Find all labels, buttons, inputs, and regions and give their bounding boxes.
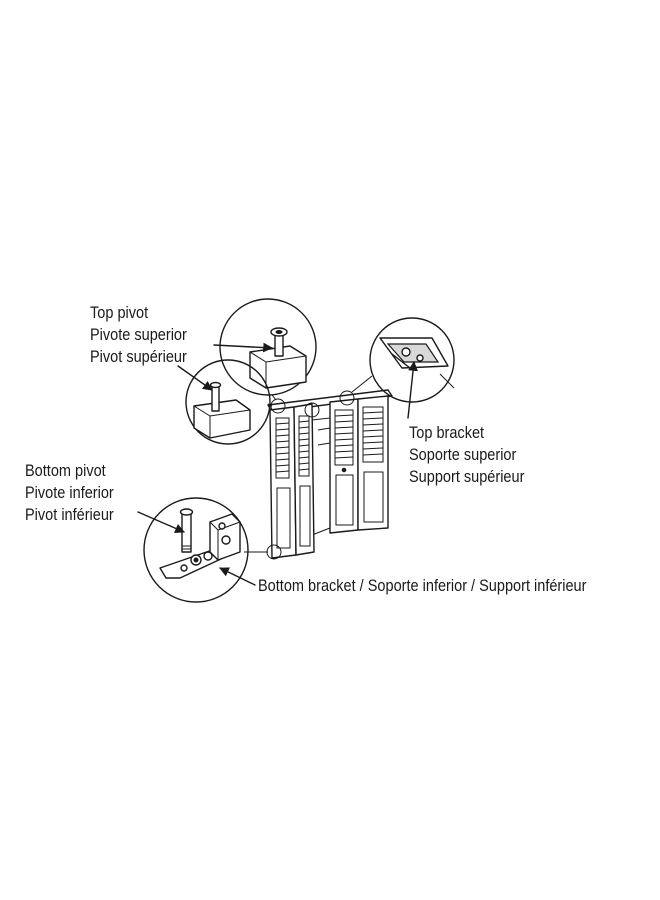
right-bifold-door [329,395,389,534]
top-bracket-label-es: Soporte superior [409,446,517,464]
top-pivot-label-en: Top pivot [90,304,149,322]
top-bracket-label-en: Top bracket [409,424,485,442]
bottom-pivot-label-es: Pivote inferior [25,484,114,502]
bottom-bracket-detail [143,497,268,603]
top-pivot-side-detail [185,359,273,445]
top-bracket-label: Top bracket Soporte superior Support sup… [409,422,524,488]
bottom-pivot-label-fr: Pivot inférieur [25,506,114,524]
left-bifold-door [269,403,315,559]
bottom-bracket-label-text: Bottom bracket / Soporte inferior / Supp… [258,577,587,595]
leader-lines [137,342,418,586]
bottom-pivot-label: Bottom pivot Pivote inferior Pivot infér… [25,460,114,526]
bottom-bracket-label: Bottom bracket / Soporte inferior / Supp… [258,575,586,597]
top-pivot-label-fr: Pivot supérieur [90,348,187,366]
top-pivot-label-es: Pivote superior [90,326,187,344]
top-bracket-detail [351,317,455,403]
top-pivot-detail [219,298,317,401]
top-pivot-label: Top pivot Pivote superior Pivot supérieu… [90,302,187,368]
top-bracket-label-fr: Support supérieur [409,468,525,486]
bottom-pivot-label-en: Bottom pivot [25,462,106,480]
